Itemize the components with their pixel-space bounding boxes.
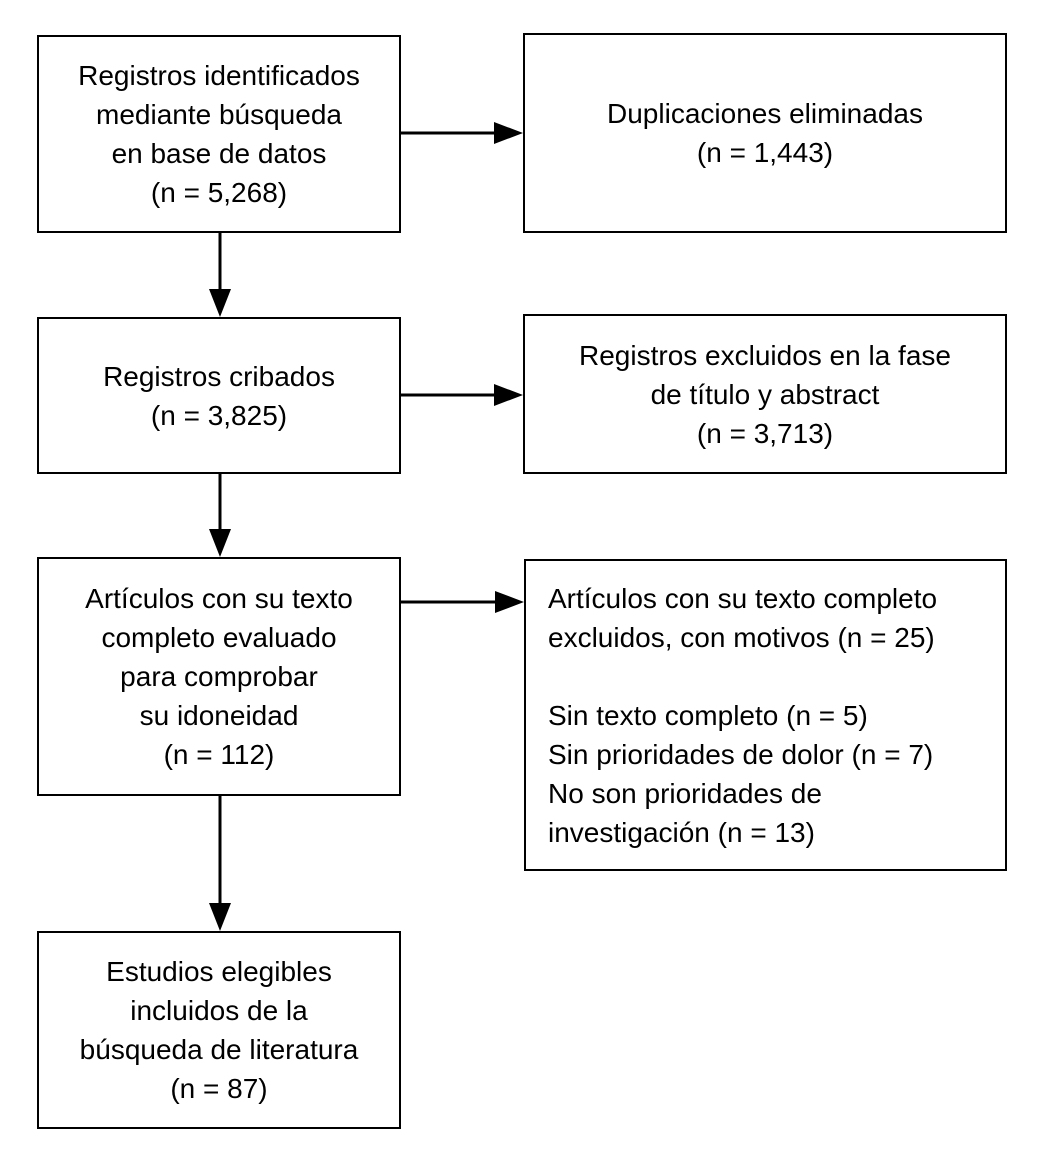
node-records-excluded-title-abstract: Registros excluidos en la fase de título… xyxy=(523,314,1007,474)
node-duplicates-removed: Duplicaciones eliminadas (n = 1,443) xyxy=(523,33,1007,233)
node-studies-included: Estudios elegibles incluidos de la búsqu… xyxy=(37,931,401,1129)
arrow-identified-to-screened xyxy=(209,233,231,317)
node-records-excluded-title-abstract-label: Registros excluidos en la fase de título… xyxy=(579,339,951,449)
node-fulltext-assessed: Artículos con su texto completo evaluado… xyxy=(37,557,401,796)
node-records-screened-label: Registros cribados (n = 3,825) xyxy=(103,360,335,431)
arrow-identified-to-duplicates xyxy=(401,122,523,144)
node-records-identified: Registros identificados mediante búsqued… xyxy=(37,35,401,233)
node-fulltext-excluded-label: Artículos con su texto completo excluido… xyxy=(548,582,938,848)
arrow-fulltext-to-ft-excluded xyxy=(401,591,524,613)
arrow-fulltext-to-included xyxy=(209,796,231,931)
arrow-screened-to-excluded xyxy=(401,384,523,406)
node-fulltext-excluded: Artículos con su texto completo excluido… xyxy=(524,559,1007,871)
node-duplicates-removed-label: Duplicaciones eliminadas (n = 1,443) xyxy=(607,98,923,168)
node-records-screened: Registros cribados (n = 3,825) xyxy=(37,317,401,474)
arrow-screened-to-fulltext xyxy=(209,474,231,557)
node-fulltext-assessed-label: Artículos con su texto completo evaluado… xyxy=(85,583,353,770)
node-records-identified-label: Registros identificados mediante búsqued… xyxy=(78,60,360,208)
node-studies-included-label: Estudios elegibles incluidos de la búsqu… xyxy=(79,956,359,1104)
